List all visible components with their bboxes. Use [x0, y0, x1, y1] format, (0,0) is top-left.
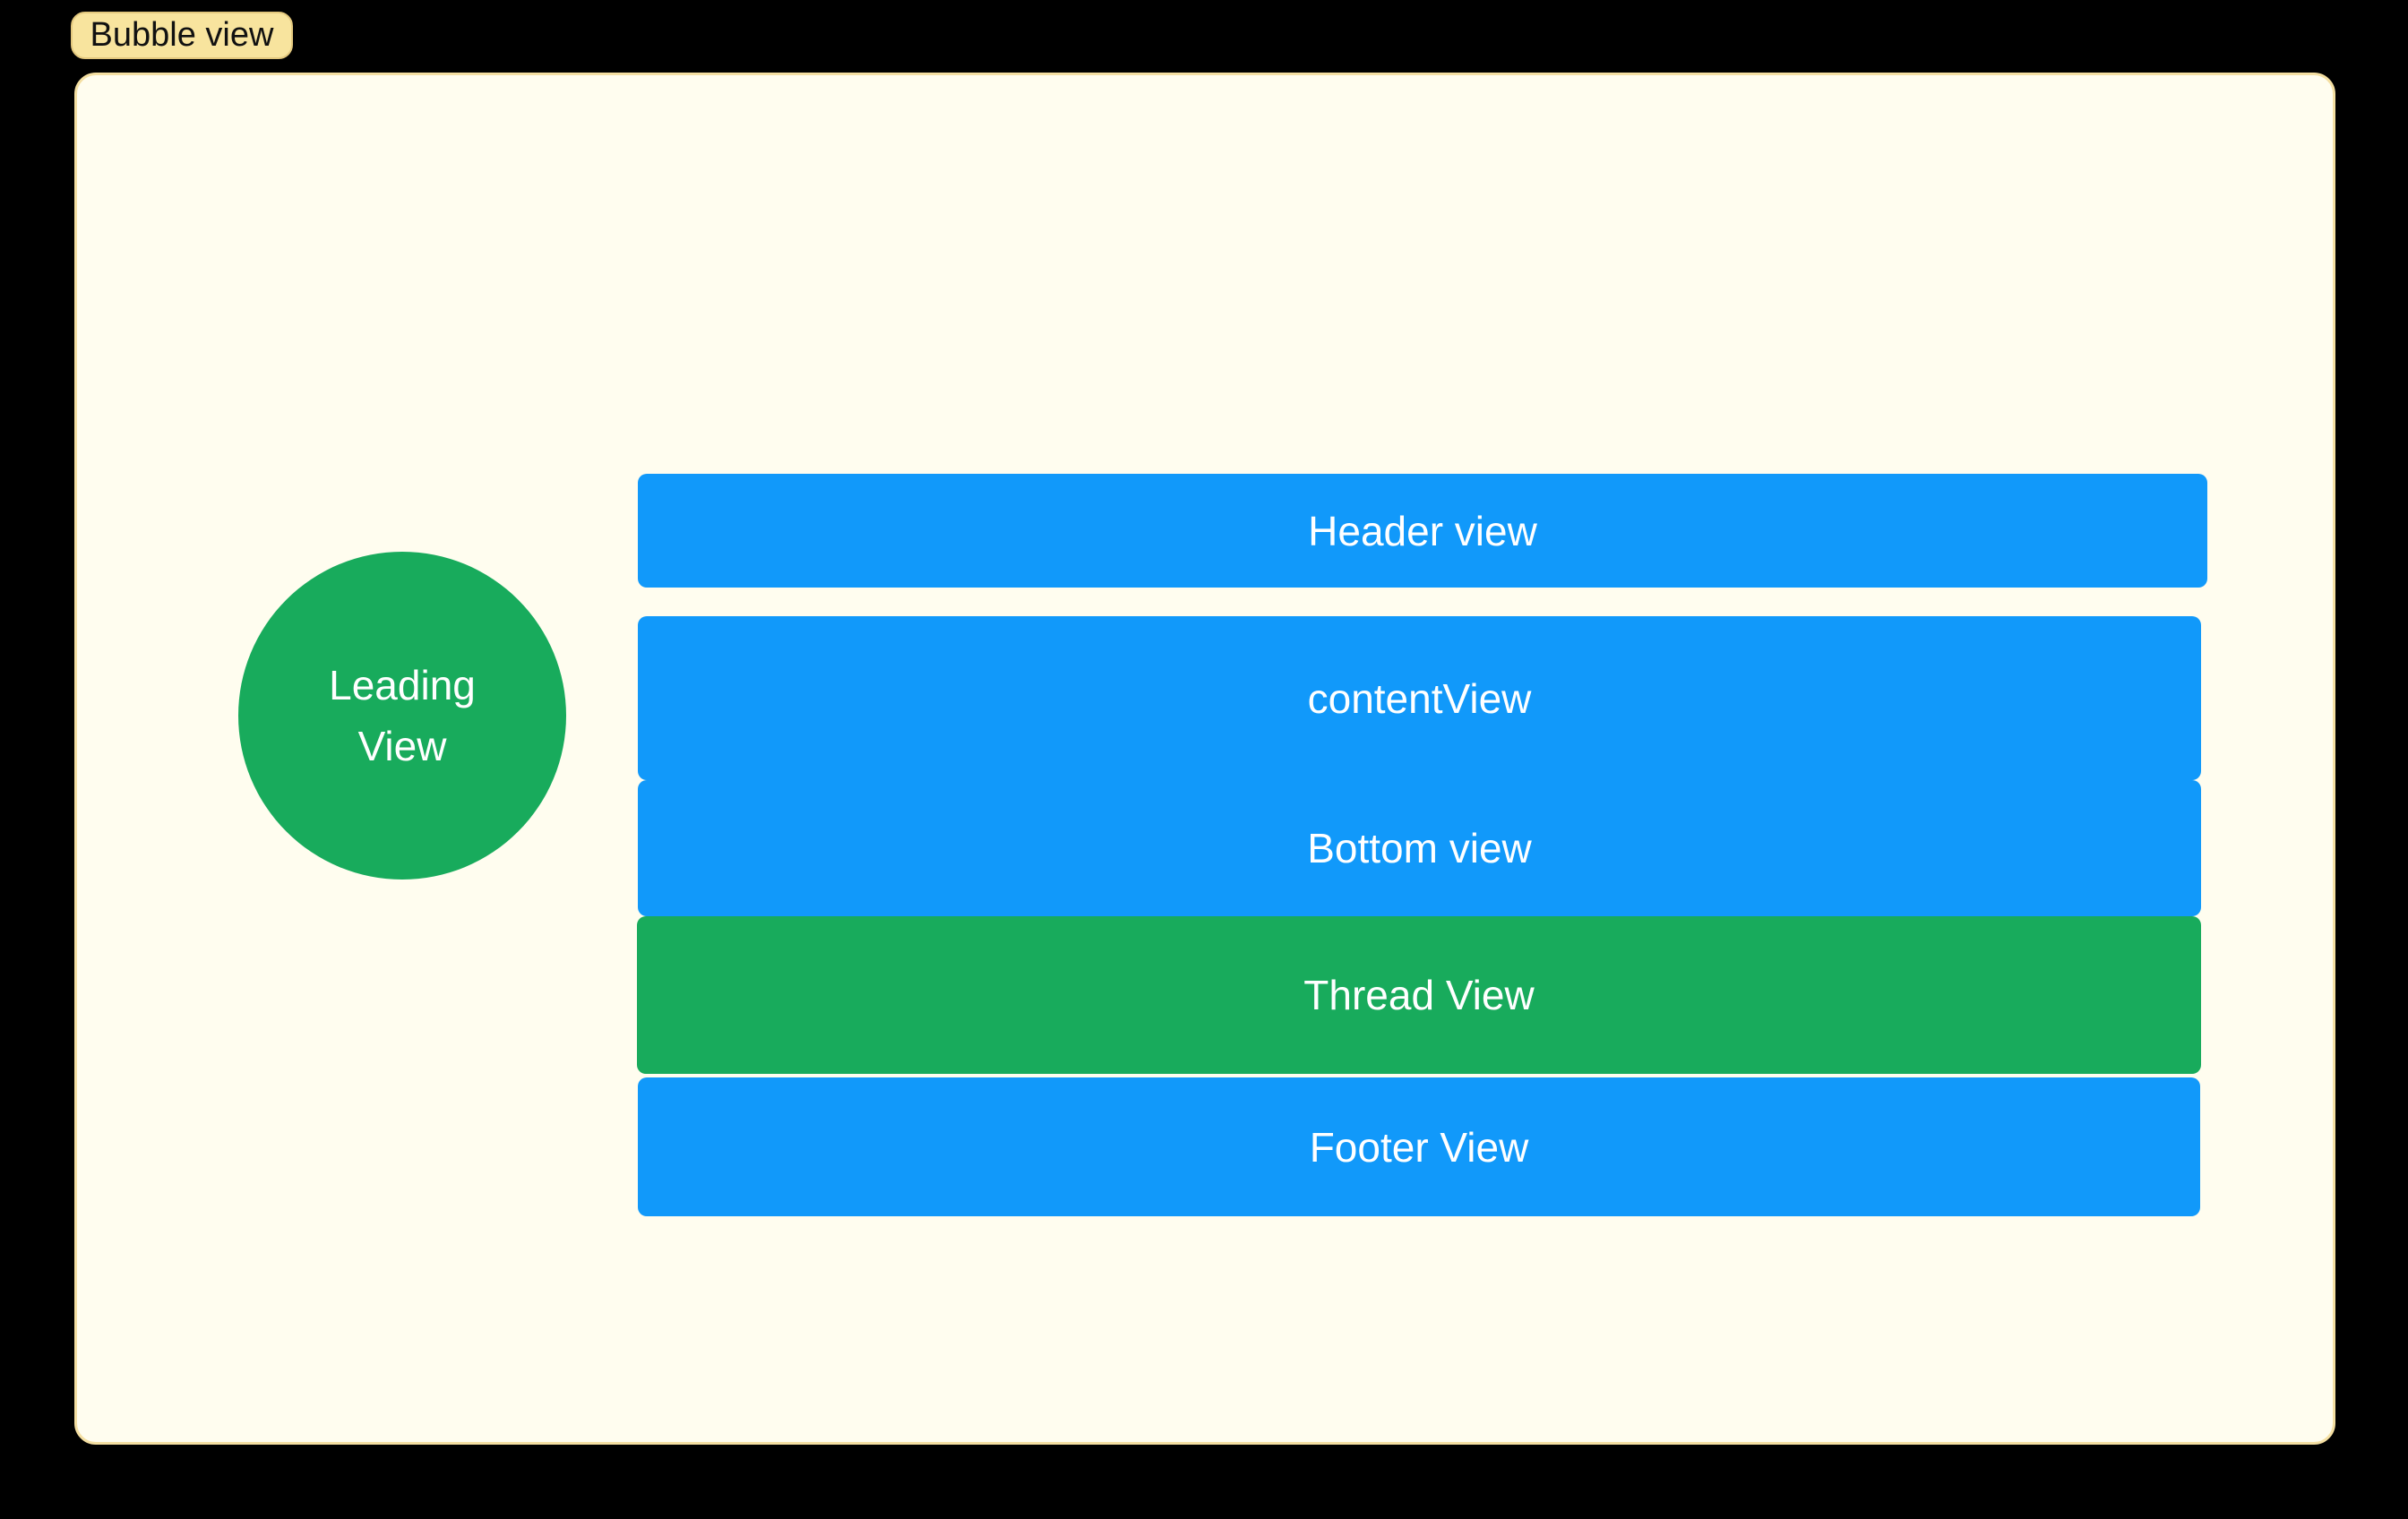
leading-view-circle: Leading View: [238, 552, 566, 880]
thread-view: Thread View: [637, 916, 2201, 1074]
bubble-view-tag[interactable]: Bubble view: [71, 12, 293, 59]
header-view: Header view: [638, 474, 2207, 588]
bottom-view-label: Bottom view: [1307, 825, 1532, 871]
header-view-label: Header view: [1308, 507, 1537, 554]
content-view-label: contentView: [1307, 674, 1532, 722]
footer-view: Footer View: [638, 1077, 2200, 1216]
leading-view-label-line1: Leading: [329, 662, 476, 708]
thread-view-label: Thread View: [1303, 972, 1535, 1018]
footer-view-label: Footer View: [1309, 1123, 1529, 1171]
content-view: contentView: [638, 616, 2201, 780]
bottom-view: Bottom view: [638, 780, 2201, 916]
leading-view-label-line2: View: [357, 723, 447, 769]
